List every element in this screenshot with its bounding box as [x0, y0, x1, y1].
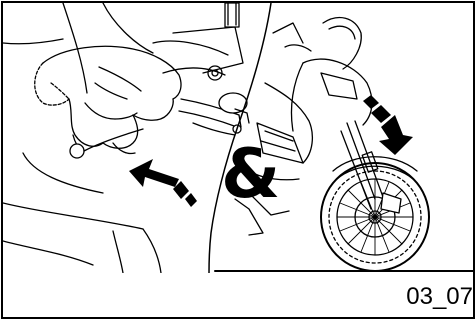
figure-code-label: 03_07	[406, 285, 473, 309]
hand-squeezing-brake-lever-icon	[3, 3, 249, 273]
down-arrow-icon	[363, 95, 413, 155]
push-arrow-icon	[129, 159, 197, 207]
ampersand-separator: &	[221, 141, 280, 209]
